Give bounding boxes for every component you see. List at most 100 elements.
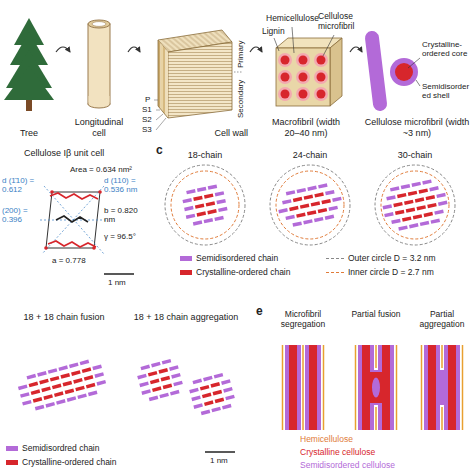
semidisordered-chain	[286, 190, 296, 195]
cell-wall-block	[163, 46, 166, 115]
semidisordered-chain	[151, 362, 161, 368]
semidisordered-chain	[193, 220, 203, 225]
semidisordered-chain	[384, 212, 394, 217]
crystalline-chain	[426, 195, 436, 200]
flow-arrow	[350, 47, 362, 52]
semidisordered-chain	[208, 184, 218, 189]
aggregation-fibrils	[441, 407, 443, 430]
crystalline-chain	[29, 382, 39, 388]
segregation-fibrils	[302, 345, 304, 430]
panel-title: 30-chain	[380, 150, 450, 160]
semidisordered-chain	[18, 384, 28, 390]
cell-wall-block	[166, 49, 169, 118]
segregation-fibrils	[283, 345, 324, 430]
legend-row: Crystalline-ordered chain	[180, 268, 291, 278]
aggregation-fibrils	[441, 345, 443, 368]
key-label: Crystalline cellulose	[300, 448, 375, 458]
crystalline-chain	[63, 381, 73, 387]
semidisordered-chain	[391, 219, 401, 224]
microfibril-rod	[416, 80, 420, 86]
microfibril-rod	[408, 58, 420, 68]
aggregation-fibrils	[444, 345, 460, 430]
macrofibril-prism	[276, 48, 330, 106]
crystalline-chain	[39, 379, 49, 385]
semidisordered-chain	[225, 395, 235, 401]
semidisordered-chain	[162, 359, 172, 365]
semidisordered-chain	[140, 365, 150, 371]
macrofibril-prism	[281, 90, 290, 99]
segregation-fibrils	[309, 345, 317, 430]
semidisordered-chain	[45, 402, 55, 408]
chain-bricks	[16, 177, 451, 417]
crystalline-chain	[33, 397, 43, 403]
legend-swatch	[180, 256, 192, 261]
semidisordered-chain	[77, 393, 87, 399]
unit-cell	[50, 193, 98, 199]
semidisordered-chain	[278, 208, 288, 213]
unit-cell	[50, 190, 54, 194]
crystalline-chain	[202, 393, 212, 399]
crystalline-chain	[423, 212, 433, 217]
dimension-label: b = 0.820 nm	[104, 206, 150, 224]
semidisordered-chain	[216, 199, 226, 204]
unit-cell	[104, 273, 134, 275]
semidisordered-chain	[222, 404, 232, 410]
cell-wall-block	[168, 42, 232, 118]
cell-wall-block	[234, 72, 242, 73]
macrofibril-prism	[281, 56, 326, 99]
legend-label: Inner circle D = 2.7 nm	[348, 268, 434, 278]
segregation-fibrils	[285, 345, 301, 430]
semidisordered-chain	[434, 210, 444, 215]
crystalline-chain	[207, 209, 217, 214]
cell-wall-block	[161, 43, 164, 112]
cell-wall-block	[156, 118, 166, 130]
node-label: Cellulose microfibril (width ~3 nm)	[364, 117, 470, 138]
crystalline-chain	[60, 373, 70, 379]
unit-cell	[40, 220, 106, 221]
macrofibril-prism	[281, 73, 290, 82]
semidisordered-chain	[139, 381, 149, 387]
semidisordered-chain	[223, 387, 233, 393]
dimension-label: Area = 0.634 nm²	[70, 165, 132, 174]
tree-icon	[4, 66, 54, 100]
cell-wall-block	[156, 110, 160, 111]
crystalline-chain	[397, 193, 407, 198]
macrofibril-prism	[323, 35, 334, 56]
chain-cluster	[275, 181, 345, 229]
cell-panel: Longitudinal cell	[70, 12, 128, 140]
macrofibril-prism	[278, 53, 328, 101]
component-label: Semidisordered shell	[422, 82, 472, 100]
fusion-fibrils	[362, 372, 390, 403]
panel-title: Partial fusion	[342, 310, 410, 320]
semidisordered-chain	[186, 214, 196, 219]
panel-title: 18 + 18 chain aggregation	[124, 312, 248, 322]
semidisordered-chain	[214, 373, 224, 379]
semidisordered-chain	[189, 388, 199, 394]
crystalline-chain	[408, 191, 418, 196]
semidisordered-chain	[69, 362, 79, 368]
semidisordered-chain	[431, 219, 441, 224]
semidisordered-chain	[204, 218, 214, 223]
semidisordered-chain	[325, 215, 335, 220]
legend-swatch	[6, 446, 18, 451]
panel-letter: e	[256, 305, 263, 319]
macrofibril-prism	[317, 90, 326, 99]
component-label: Lignin	[262, 27, 285, 37]
tree-panel: Tree	[2, 12, 56, 140]
semidisordered-chain	[215, 191, 225, 196]
semidisordered-chain	[173, 381, 183, 387]
semidisordered-chain	[94, 372, 104, 378]
legend-line	[326, 272, 344, 273]
macrofibril-prism	[314, 53, 328, 67]
semidisordered-chain	[67, 396, 77, 402]
crystalline-chain	[415, 197, 425, 202]
semidisordered-chain	[203, 376, 213, 382]
semidisordered-chain	[193, 403, 203, 409]
semidisordered-chain	[420, 221, 430, 226]
crystalline-chain	[210, 382, 220, 388]
aggregation-fibrils	[462, 345, 464, 430]
node-label: Longitudinal cell	[72, 117, 126, 138]
legend-swatch	[6, 460, 18, 465]
macrofibril-prism	[314, 87, 328, 101]
semidisordered-chain	[429, 186, 439, 191]
